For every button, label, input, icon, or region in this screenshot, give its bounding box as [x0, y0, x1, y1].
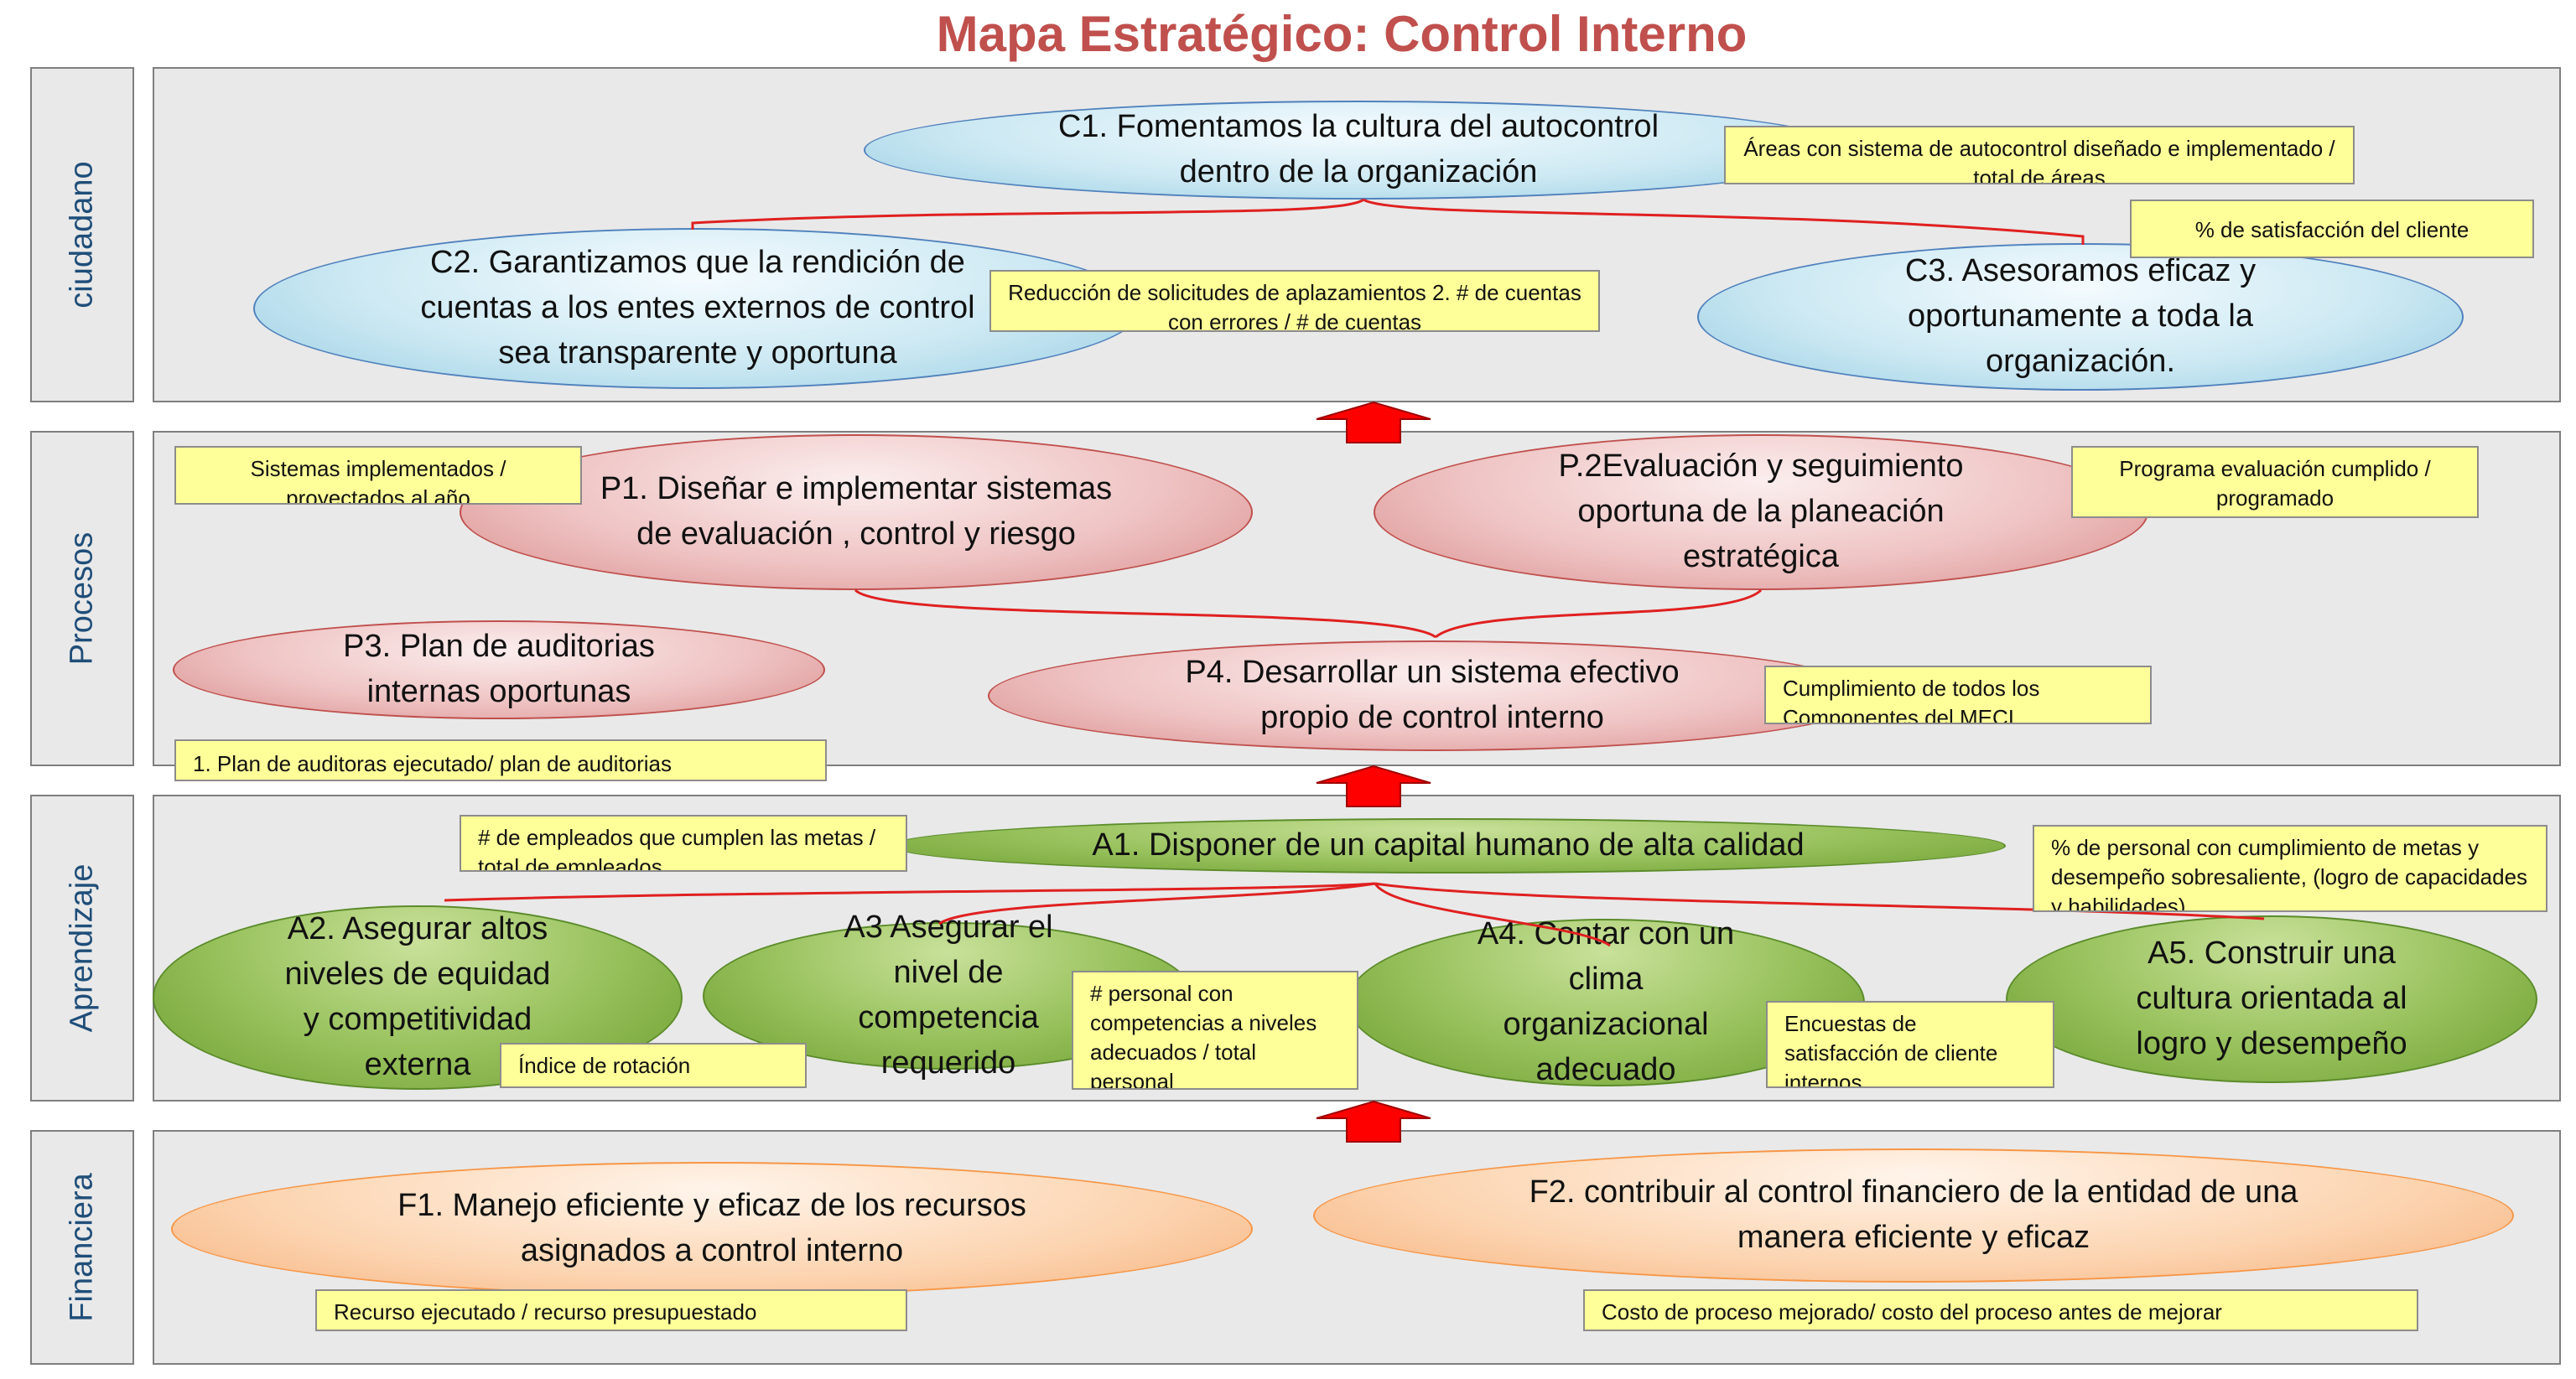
perspective-label-aprendizaje: Aprendizaje	[30, 795, 134, 1102]
connector-a1-a4	[1374, 883, 1611, 947]
objective-c1-label: C1. Fomentamos la cultura del autocontro…	[1057, 109, 1659, 189]
map-title: Mapa Estratégico: Control Interno	[936, 6, 1748, 62]
indicator-c1-text: Áreas con sistema de autocontrol diseñad…	[1743, 136, 2335, 184]
indicator-c1: Áreas con sistema de autocontrol diseñad…	[1724, 126, 2355, 184]
objective-f2-label: F2. contribuir al control financiero de …	[1529, 1174, 2298, 1255]
connector-p2-p4	[1435, 588, 1763, 639]
objective-p1-label: P1. Diseñar e implementar sistemas de ev…	[600, 471, 1113, 552]
indicator-a5: % de personal con cumplimiento de metas …	[2033, 825, 2547, 912]
objective-a2: A2. Asegurar altos niveles de equidad y …	[153, 905, 683, 1090]
perspective-label-financiera: Financiera	[30, 1130, 134, 1365]
indicator-p2-text: Programa evaluación cumplido / programad…	[2119, 456, 2431, 511]
indicator-f2-text: Costo de proceso mejorado/ costo del pro…	[1602, 1299, 2222, 1325]
indicator-c3-text: % de satisfacción del cliente	[2194, 217, 2470, 242]
objective-a3-label: A3 Asegurar el nivel de competencia requ…	[844, 910, 1053, 1081]
arrow-up-icon	[1316, 1100, 1431, 1143]
indicator-f1: Recurso ejecutado / recurso presupuestad…	[315, 1289, 907, 1331]
objective-c2-label: C2. Garantizamos que la rendición de cue…	[420, 245, 975, 371]
indicator-a1: # de empleados que cumplen las metas / t…	[460, 815, 907, 872]
objective-p2: P.2Evaluación y seguimiento oportuna de …	[1374, 434, 2148, 590]
objective-p3-label: P3. Plan de auditorias internas oportuna…	[343, 629, 655, 709]
indicator-p3-text: 1. Plan de auditoras ejecutado/ plan de …	[193, 751, 672, 776]
indicator-c3: % de satisfacción del cliente	[2130, 200, 2534, 258]
connector-a1-a5	[1374, 882, 2265, 920]
objective-p1: P1. Diseñar e implementar sistemas de ev…	[460, 434, 1253, 590]
objective-p2-label: P.2Evaluación y seguimiento oportuna de …	[1558, 448, 1964, 574]
perspective-label-ciudadano: ciudadano	[30, 67, 134, 402]
objective-f1-label: F1. Manejo eficiente y eficaz de los rec…	[397, 1188, 1026, 1268]
indicator-a3: # personal con competencias a niveles ad…	[1072, 971, 1358, 1090]
indicator-p1-text: Sistemas implementados / proyectados al …	[250, 456, 506, 505]
connector-p1-p4	[854, 588, 1436, 639]
objective-f1: F1. Manejo eficiente y eficaz de los rec…	[171, 1162, 1253, 1296]
indicator-a5-text: % de personal con cumplimiento de metas …	[2051, 835, 2528, 912]
indicator-a2: Índice de rotación	[500, 1043, 807, 1088]
indicator-a4-text: Encuestas de satisfacción de cliente int…	[1784, 1011, 1998, 1088]
indicator-c2: Reducción de solicitudes de aplazamiento…	[989, 270, 1600, 332]
objective-a1-label: A1. Disponer de un capital humano de alt…	[1092, 827, 1805, 863]
objective-p4: P4. Desarrollar un sistema efectivo prop…	[988, 640, 1877, 751]
connector-c1-c3	[1363, 198, 2085, 245]
perspective-label-procesos: Procesos	[30, 431, 134, 766]
objective-a5: A5. Construir una cultura orientada al l…	[2006, 915, 2537, 1083]
objective-a5-label: A5. Construir una cultura orientada al l…	[2136, 936, 2407, 1061]
indicator-a3-text: # personal con competencias a niveles ad…	[1090, 981, 1317, 1090]
objective-a4-label: A4. Contar con un clima organizacional a…	[1477, 916, 1735, 1087]
indicator-f2: Costo de proceso mejorado/ costo del pro…	[1583, 1289, 2418, 1331]
indicator-p2: Programa evaluación cumplido / programad…	[2071, 446, 2479, 518]
objective-a1: A1. Disponer de un capital humano de alt…	[891, 818, 2006, 874]
arrow-up-icon	[1316, 765, 1431, 807]
arrow-up-icon	[1316, 401, 1431, 443]
indicator-p3: 1. Plan de auditoras ejecutado/ plan de …	[174, 739, 827, 781]
indicator-a4: Encuestas de satisfacción de cliente int…	[1766, 1001, 2054, 1088]
objective-c3: C3. Asesoramos eficaz y oportunamente a …	[1697, 243, 2464, 391]
indicator-a2-text: Índice de rotación	[518, 1053, 691, 1078]
indicator-p4: Cumplimiento de todos los Componentes de…	[1764, 666, 2152, 724]
indicator-c2-text: Reducción de solicitudes de aplazamiento…	[1008, 280, 1581, 332]
connector-c1-c2	[691, 198, 1365, 230]
connector-a1-a3	[938, 882, 1376, 925]
objective-c3-label: C3. Asesoramos eficaz y oportunamente a …	[1904, 253, 2257, 379]
objective-p3: P3. Plan de auditorias internas oportuna…	[173, 620, 825, 719]
indicator-f1-text: Recurso ejecutado / recurso presupuestad…	[334, 1299, 757, 1325]
objective-p4-label: P4. Desarrollar un sistema efectivo prop…	[1185, 655, 1680, 735]
objective-f2: F2. contribuir al control financiero de …	[1313, 1148, 2514, 1283]
indicator-p4-text: Cumplimiento de todos los Componentes de…	[1783, 676, 2040, 724]
indicator-p1: Sistemas implementados / proyectados al …	[174, 446, 582, 505]
objective-a2-label: A2. Asegurar altos niveles de equidad y …	[284, 911, 551, 1082]
objective-c1: C1. Fomentamos la cultura del autocontro…	[864, 101, 1853, 200]
indicator-a1-text: # de empleados que cumplen las metas / t…	[478, 825, 876, 872]
connector-a1-a2	[444, 882, 1376, 902]
